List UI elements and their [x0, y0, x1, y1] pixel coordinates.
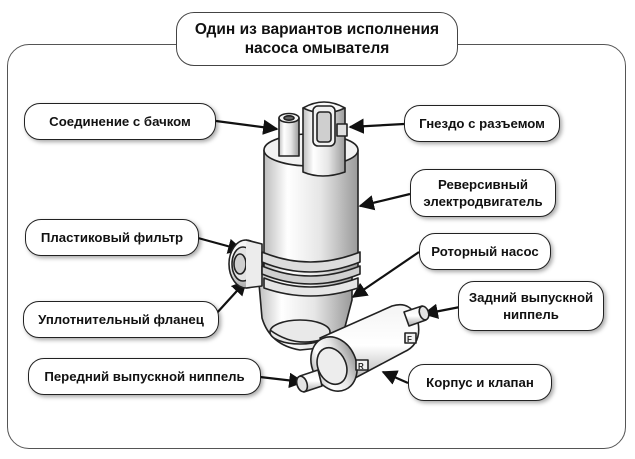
label-rear-nipple: Задний выпускной ниппель: [458, 281, 604, 331]
label-front-nipple: Передний выпускной ниппель: [28, 358, 261, 395]
leader-front-nipple: [259, 372, 305, 389]
marking-f: F: [407, 335, 412, 344]
label-rotary-pump: Роторный насос: [419, 233, 551, 270]
leader-connector-socket: [348, 118, 405, 134]
leader-tank-connection: [215, 119, 279, 135]
label-housing-valve: Корпус и клапан: [408, 364, 552, 401]
label-plastic-filter: Пластиковый фильтр: [25, 219, 199, 256]
diagram-title: Один из вариантов исполнения насоса омыв…: [176, 12, 458, 66]
title-line-1: Один из вариантов исполнения: [194, 21, 440, 38]
label-sealing-flange: Уплотнительный фланец: [23, 301, 219, 338]
title-line-2: насоса омывателя: [244, 40, 390, 57]
leader-housing-valve: [381, 370, 409, 385]
marking-r: R: [358, 362, 364, 371]
leader-rear-nipple: [422, 303, 461, 319]
tank-connection-tube: [278, 117, 300, 157]
label-tank-connection: Соединение с бачком: [24, 103, 216, 140]
label-reversible-motor: Реверсивный электродвигатель: [410, 169, 556, 217]
leader-rotary-pump: [351, 251, 420, 298]
label-connector-socket: Гнездо с разъемом: [404, 105, 560, 142]
leader-reversible-motor: [358, 192, 411, 211]
